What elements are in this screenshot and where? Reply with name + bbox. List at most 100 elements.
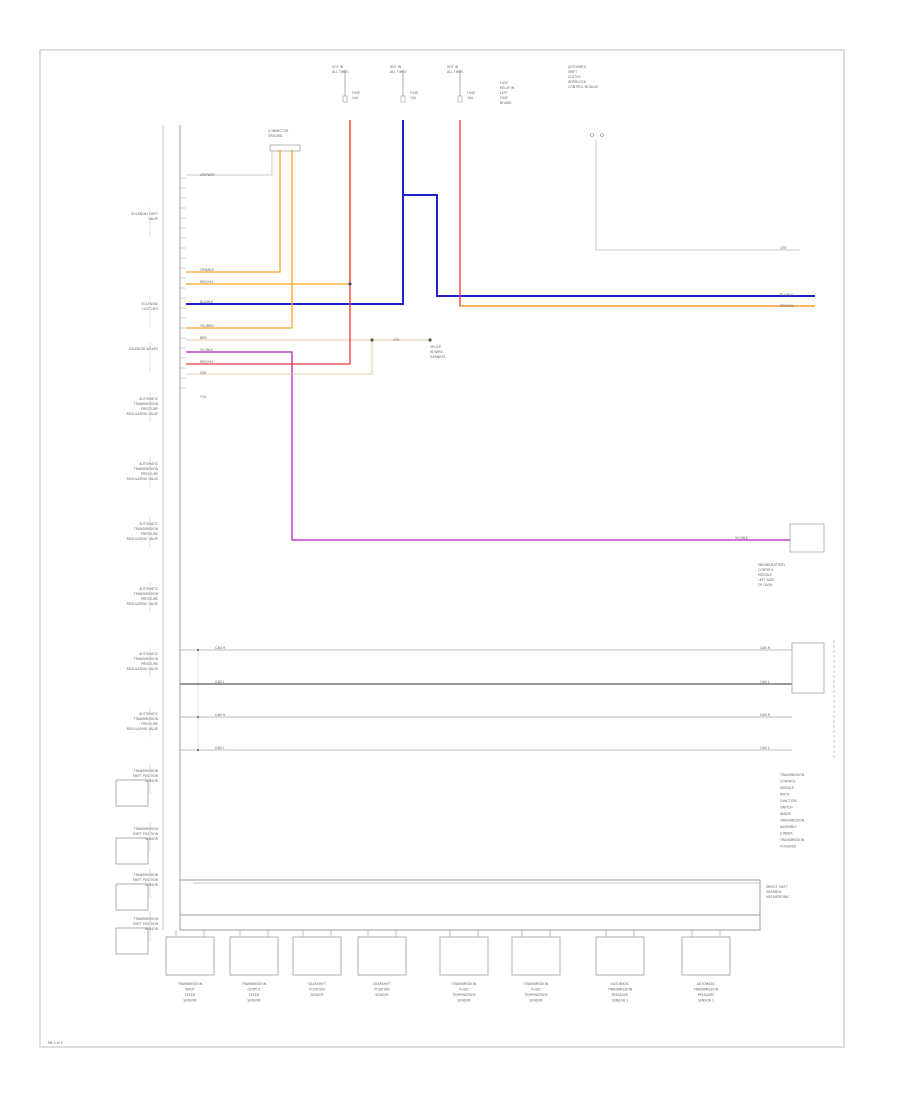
wire-blue [186, 120, 404, 305]
splice-dot [370, 338, 374, 342]
svg-text:LEFT: LEFT [500, 91, 508, 95]
bottom-component-label: TRANSMISSION [523, 982, 549, 986]
lbl-splice-gray: GRY [393, 338, 399, 342]
left-component-label: SENSOR [145, 837, 159, 841]
tcm-label-line: CONTROL [780, 780, 796, 784]
left-component-label: PRESSURE [141, 472, 158, 476]
wire-violet [186, 351, 790, 541]
svg-text:LEFT SIDE: LEFT SIDE [758, 578, 774, 582]
wire-red-low [186, 284, 351, 365]
svg-text:FUSE: FUSE [500, 81, 508, 85]
lbl-gray-low: GRY [200, 371, 206, 375]
left-component-label: TRANSMISSION [133, 827, 159, 831]
hot3-l2: ALL TIMES [447, 70, 463, 74]
sensor-box [115, 927, 149, 955]
bottom-component-box [292, 936, 342, 976]
bottom-component-box [511, 936, 561, 976]
bottom-component-label: TRANSMISSION [451, 982, 477, 986]
svg-text:CONNECTOR: CONNECTOR [268, 129, 289, 133]
bottom-components: TRANSMISSIONINPUTSPEEDSENSORTRANSMISSION… [165, 930, 731, 1003]
fuse1-l2: 10A [352, 96, 359, 100]
bottom-component-box [681, 936, 731, 976]
svg-text:FUSE: FUSE [500, 96, 508, 100]
left-component-label: SHIFT POSITION [133, 922, 159, 926]
left-component-label: CLUTCHES [141, 307, 158, 311]
left-component-label: PRESSURE [141, 407, 158, 411]
left-component-label: TRANSMISSION [133, 769, 159, 773]
can-label-right: CAN H [760, 646, 771, 650]
left-component-label: SHIFT POSITION [133, 832, 159, 836]
wire-red-fuse3 [459, 120, 815, 307]
svg-text:RELAY IN: RELAY IN [500, 86, 515, 90]
left-component-label: TRANSMISSION [133, 657, 159, 661]
bottom-component-label: FLUID [531, 988, 541, 992]
tcm-label-line: MODULE [780, 786, 794, 790]
left-component-label: SENSOR [145, 779, 159, 783]
hot1-l2: ALL TIMES [332, 70, 348, 74]
left-component-label: TRANSMISSION [133, 467, 159, 471]
left-component-label: SOLENOID SHIFT [131, 212, 158, 216]
fuse1-l1: FUSE [352, 91, 360, 95]
tcm-label-line: ASSEMBLY [780, 825, 797, 829]
tcm-label-line: TRANSMISSION [779, 773, 805, 777]
bottom-component-box [357, 936, 407, 976]
bottom-component-label: SPEED [185, 993, 196, 997]
bottom-component-box [229, 936, 279, 976]
switch-symbol: GRY [590, 133, 800, 251]
svg-text:CONTROL: CONTROL [758, 568, 774, 572]
wires [186, 120, 815, 541]
bottom-component-label: POSITION [374, 988, 390, 992]
left-component-label: AUTOMATIC [139, 522, 159, 526]
splice-dot [348, 282, 352, 286]
lbl-red: RED/YEL [200, 360, 214, 364]
fuse-note: FUSE RELAY IN LEFT FUSE BOARD [500, 81, 515, 105]
bottom-component-label: OUTPUT [248, 988, 261, 992]
bottom-component-label: AUTOMATIC [611, 982, 631, 986]
bottom-component-box [439, 936, 489, 976]
lbl-right-orange: RED/YEL [780, 304, 794, 308]
sensor-box [115, 883, 149, 911]
left-component-label: AUTOMATIC [139, 587, 159, 591]
can-label-right: CAN L [760, 746, 770, 750]
bottom-component-label: FLUID [459, 988, 469, 992]
bottom-component-label: SENSOR 2 [698, 999, 714, 1003]
c-mid-label: T16 [199, 395, 206, 399]
svg-text:ENGINE/BATTERY: ENGINE/BATTERY [758, 563, 785, 567]
svg-text:DIRECT SHIFT: DIRECT SHIFT [766, 885, 788, 889]
fuse3-l1: FUSE [467, 91, 475, 95]
right-gray-label: GRY [780, 246, 786, 250]
svg-text:CONTROL MODULE: CONTROL MODULE [568, 85, 598, 89]
wire-top-gray [186, 150, 273, 176]
tcm-label-line: FUNCTION [780, 799, 797, 803]
lbl-top-gray: GRY/WHT [200, 173, 215, 177]
svg-text:MODULE: MODULE [758, 573, 772, 577]
left-component-label: PRESSURE [141, 722, 158, 726]
svg-text:BOARD: BOARD [500, 101, 512, 105]
bottom-component-label: TEMPERATURE [523, 993, 547, 997]
can-label: CAN H [215, 713, 226, 717]
splice-note-3: HARNESS [430, 355, 445, 359]
splice-note-1: SPLICE [430, 345, 441, 349]
wire-orange-3 [186, 150, 293, 329]
direct-shift-label: DIRECT SHIFT GEARBOX MECHATRONIC [766, 885, 790, 899]
bottom-component-label: SPEED [249, 993, 260, 997]
wire-orange-1 [186, 150, 281, 273]
tcm-label-line: MULTI [780, 793, 789, 797]
bottom-component-label: SENSOR [457, 999, 471, 1003]
left-component-label: REGULATING VALVE [127, 477, 158, 481]
left-component-label: REGULATING VALVE [127, 727, 158, 731]
bottom-component-label: SENSOR [247, 999, 261, 1003]
bottom-component-box [165, 936, 215, 976]
sensor-box [115, 779, 149, 807]
wire-blue-right [403, 194, 815, 297]
tcm-label-line: HOUSING) [780, 845, 796, 849]
tcm-connector-box [791, 642, 825, 694]
bottom-component-label: TRANSMISSION [177, 982, 203, 986]
tcm-label-line: INSIDE [780, 812, 791, 816]
left-component-label: SOLENOID VALVES [129, 347, 158, 351]
left-component-label: SENSOR [145, 883, 159, 887]
fuse-1: HOT IN ALL TIMES FUSE 10A [332, 65, 360, 103]
svg-text:MECHATRONIC: MECHATRONIC [766, 895, 790, 899]
lbl-orange2: RED/YEL [200, 280, 214, 284]
left-component-label: AUTOMATIC [139, 712, 159, 716]
